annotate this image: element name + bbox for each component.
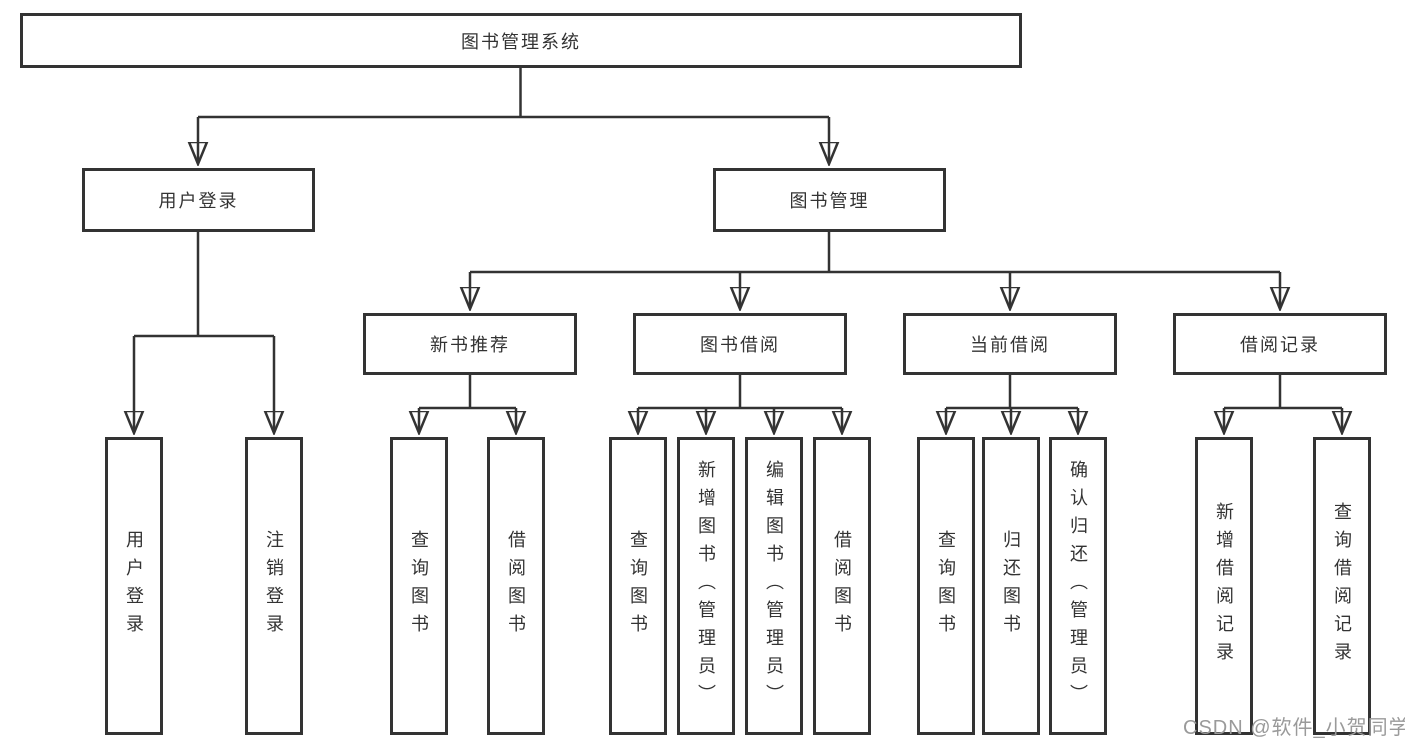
leaf-query-borrow-record: 查询借阅记录 [1313, 437, 1371, 735]
node-label: 借阅图书 [832, 530, 852, 642]
node-library-management-system: 图书管理系统 [20, 13, 1022, 68]
node-label: 新增图书（管理员） [696, 460, 716, 712]
node-current-borrow: 当前借阅 [903, 313, 1117, 375]
leaf-add-borrow-record: 新增借阅记录 [1195, 437, 1253, 735]
leaf-query-book-borrow: 查询图书 [609, 437, 667, 735]
node-label: 查询图书 [409, 530, 429, 642]
node-label: 图书管理系统 [461, 31, 581, 52]
node-label: 借阅图书 [506, 530, 526, 642]
node-user-login: 用户登录 [82, 168, 315, 232]
node-book-borrow: 图书借阅 [633, 313, 847, 375]
node-label: 用户登录 [158, 191, 239, 211]
node-label: 图书借阅 [700, 335, 780, 355]
leaf-add-book-admin: 新增图书（管理员） [677, 437, 735, 735]
node-label: 新增借阅记录 [1214, 502, 1234, 670]
node-label: 用户登录 [124, 530, 144, 642]
node-borrow-records: 借阅记录 [1173, 313, 1387, 375]
watermark: CSDN @软件_小贺同学 [1183, 717, 1405, 739]
node-new-book-recommend: 新书推荐 [363, 313, 577, 375]
node-label: 注销登录 [264, 530, 284, 642]
leaf-user-login: 用户登录 [105, 437, 163, 735]
node-label: 查询图书 [628, 530, 648, 642]
node-label: 借阅记录 [1240, 335, 1320, 355]
leaf-borrow-book-recommend: 借阅图书 [487, 437, 545, 735]
node-label: 查询借阅记录 [1332, 502, 1352, 670]
leaf-query-book-current: 查询图书 [917, 437, 975, 735]
leaf-return-book: 归还图书 [982, 437, 1040, 735]
leaf-logout: 注销登录 [245, 437, 303, 735]
leaf-borrow-book: 借阅图书 [813, 437, 871, 735]
node-book-management: 图书管理 [713, 168, 946, 232]
leaf-query-book-recommend: 查询图书 [390, 437, 448, 735]
node-label: 归还图书 [1001, 530, 1021, 642]
leaf-confirm-return-admin: 确认归还（管理员） [1049, 437, 1107, 735]
node-label: 新书推荐 [430, 335, 510, 355]
leaf-edit-book-admin: 编辑图书（管理员） [745, 437, 803, 735]
node-label: 图书管理 [789, 191, 870, 211]
node-label: 确认归还（管理员） [1068, 460, 1088, 712]
node-label: 当前借阅 [970, 335, 1050, 355]
node-label: 查询图书 [936, 530, 956, 642]
node-label: 编辑图书（管理员） [764, 460, 784, 712]
